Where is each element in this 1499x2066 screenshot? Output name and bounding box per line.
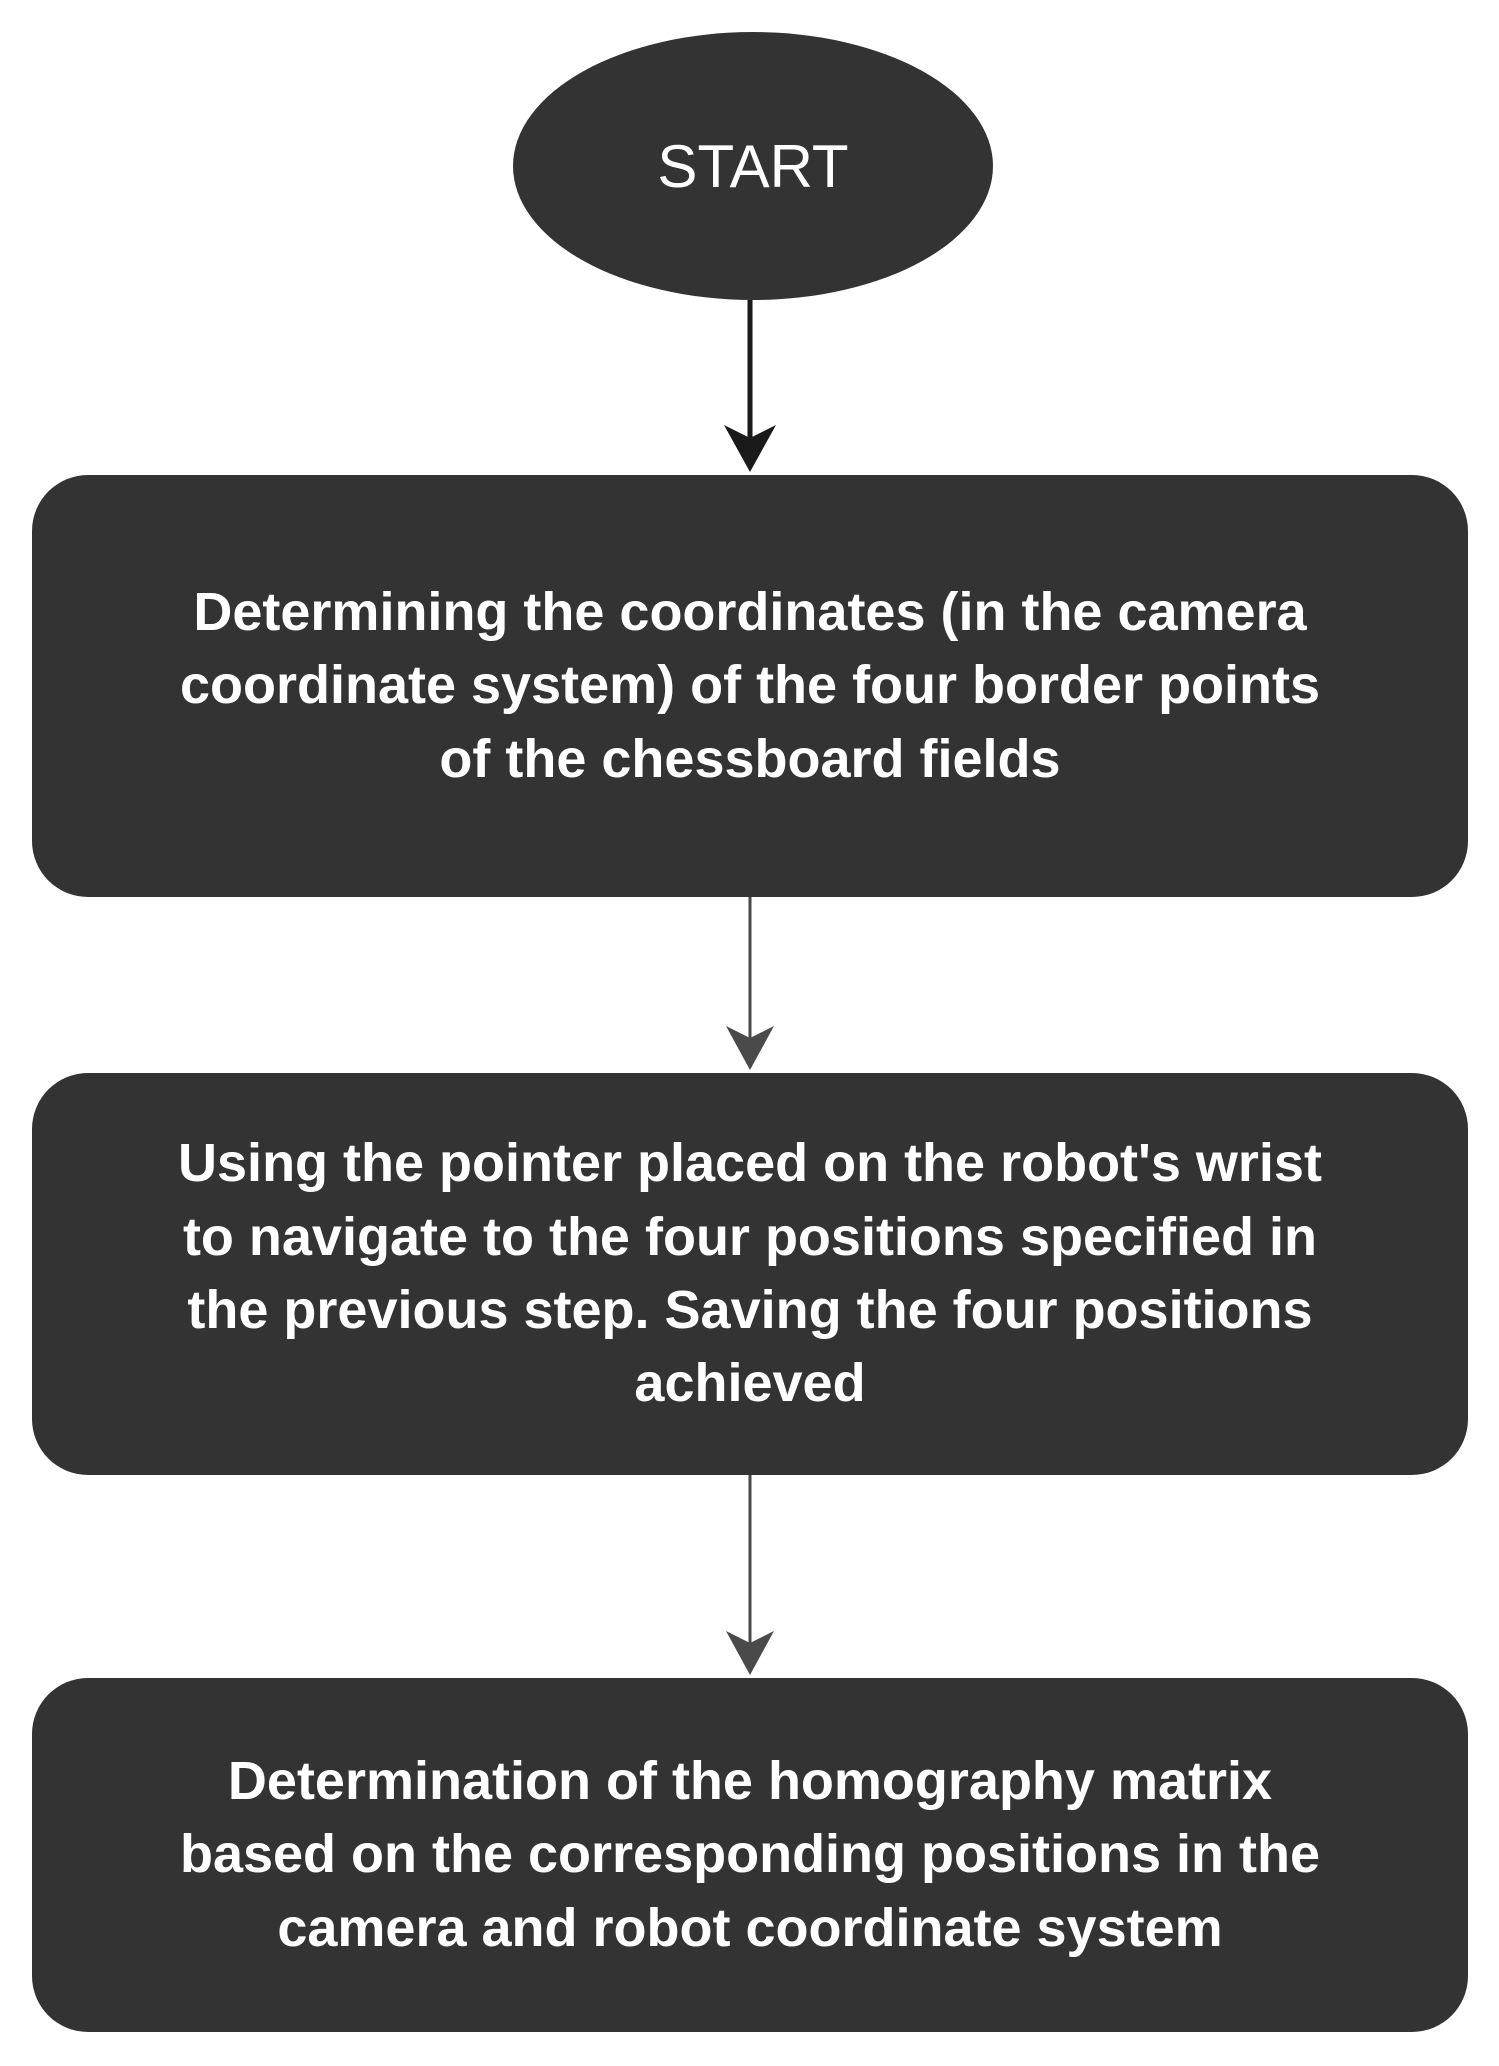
step-3-line: based on the corresponding positions in … [179,1824,1321,1885]
step-2-line: to navigate to the four positions specif… [182,1206,1318,1267]
arrowhead-step-2 [726,1026,774,1070]
step-3-text: Determination of the homography matrix b… [180,1745,1320,1965]
step-1-box: Determining the coordinates (in the came… [32,475,1468,897]
step-2-box: Using the pointer placed on the robot's … [32,1073,1468,1475]
start-label: START [657,132,849,200]
arrowhead-step-1 [724,425,776,472]
step-1-text: Determining the coordinates (in the came… [180,576,1320,796]
step-2-text: Using the pointer placed on the robot's … [178,1127,1322,1421]
step-3-line: camera and robot coordinate system [277,1897,1223,1958]
step-2-line: achieved [634,1353,866,1414]
arrowhead-step-3 [726,1631,774,1675]
step-3-line: Determination of the homography matrix [227,1750,1273,1811]
step-1-line: of the chessboard fields [439,728,1061,789]
step-1-line: coordinate system) of the four border po… [179,655,1321,716]
start-node: START [513,32,993,300]
step-3-box: Determination of the homography matrix b… [32,1678,1468,2032]
step-2-line: Using the pointer placed on the robot's … [178,1133,1322,1194]
step-1-line: Determining the coordinates (in the came… [193,581,1307,642]
step-2-line: the previous step. Saving the four posit… [187,1280,1313,1340]
